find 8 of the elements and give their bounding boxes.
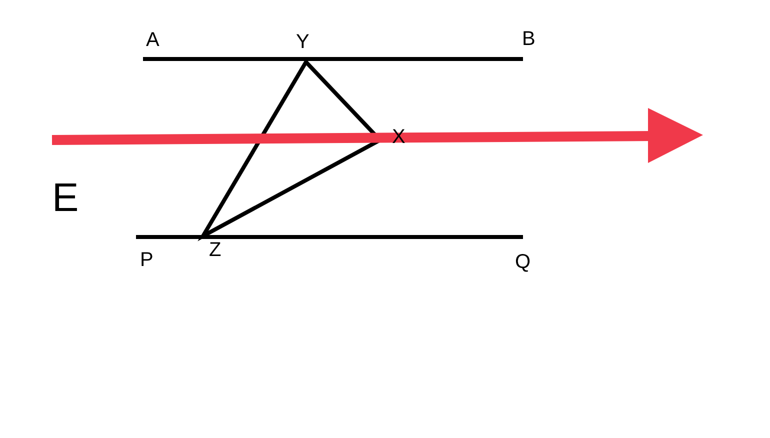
point-label: Z — [209, 240, 222, 260]
point-label: X — [392, 127, 406, 147]
point-label: Q — [515, 252, 531, 272]
point-label: A — [146, 30, 160, 50]
point-label: P — [140, 250, 154, 270]
point-label: B — [522, 29, 536, 49]
point-label: E — [52, 178, 79, 218]
point-label: Y — [296, 32, 310, 52]
